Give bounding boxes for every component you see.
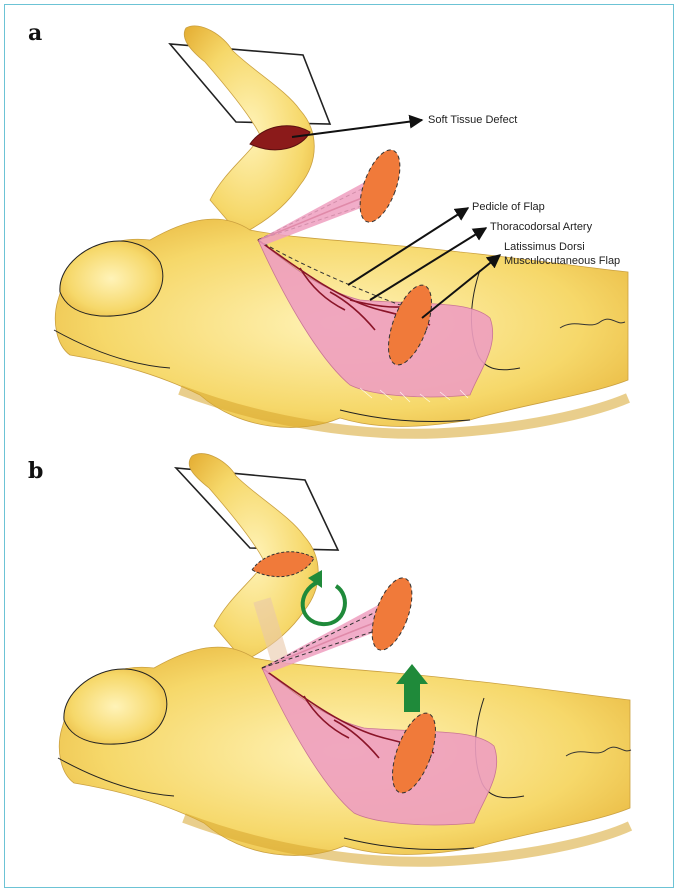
label-pedicle-of-flap: Pedicle of Flap <box>472 200 545 214</box>
label-flap-line1: Latissimus Dorsi <box>504 240 585 254</box>
panel-a-letter: a <box>28 20 42 46</box>
label-soft-tissue-defect: Soft Tissue Defect <box>428 113 517 127</box>
head-a <box>60 241 163 316</box>
panel-b-letter: b <box>28 458 43 484</box>
label-flap-line2: Musculocutaneous Flap <box>504 254 620 268</box>
panel-b <box>58 454 631 862</box>
head-b <box>64 669 167 744</box>
label-thoracodorsal-artery: Thoracodorsal Artery <box>490 220 592 234</box>
